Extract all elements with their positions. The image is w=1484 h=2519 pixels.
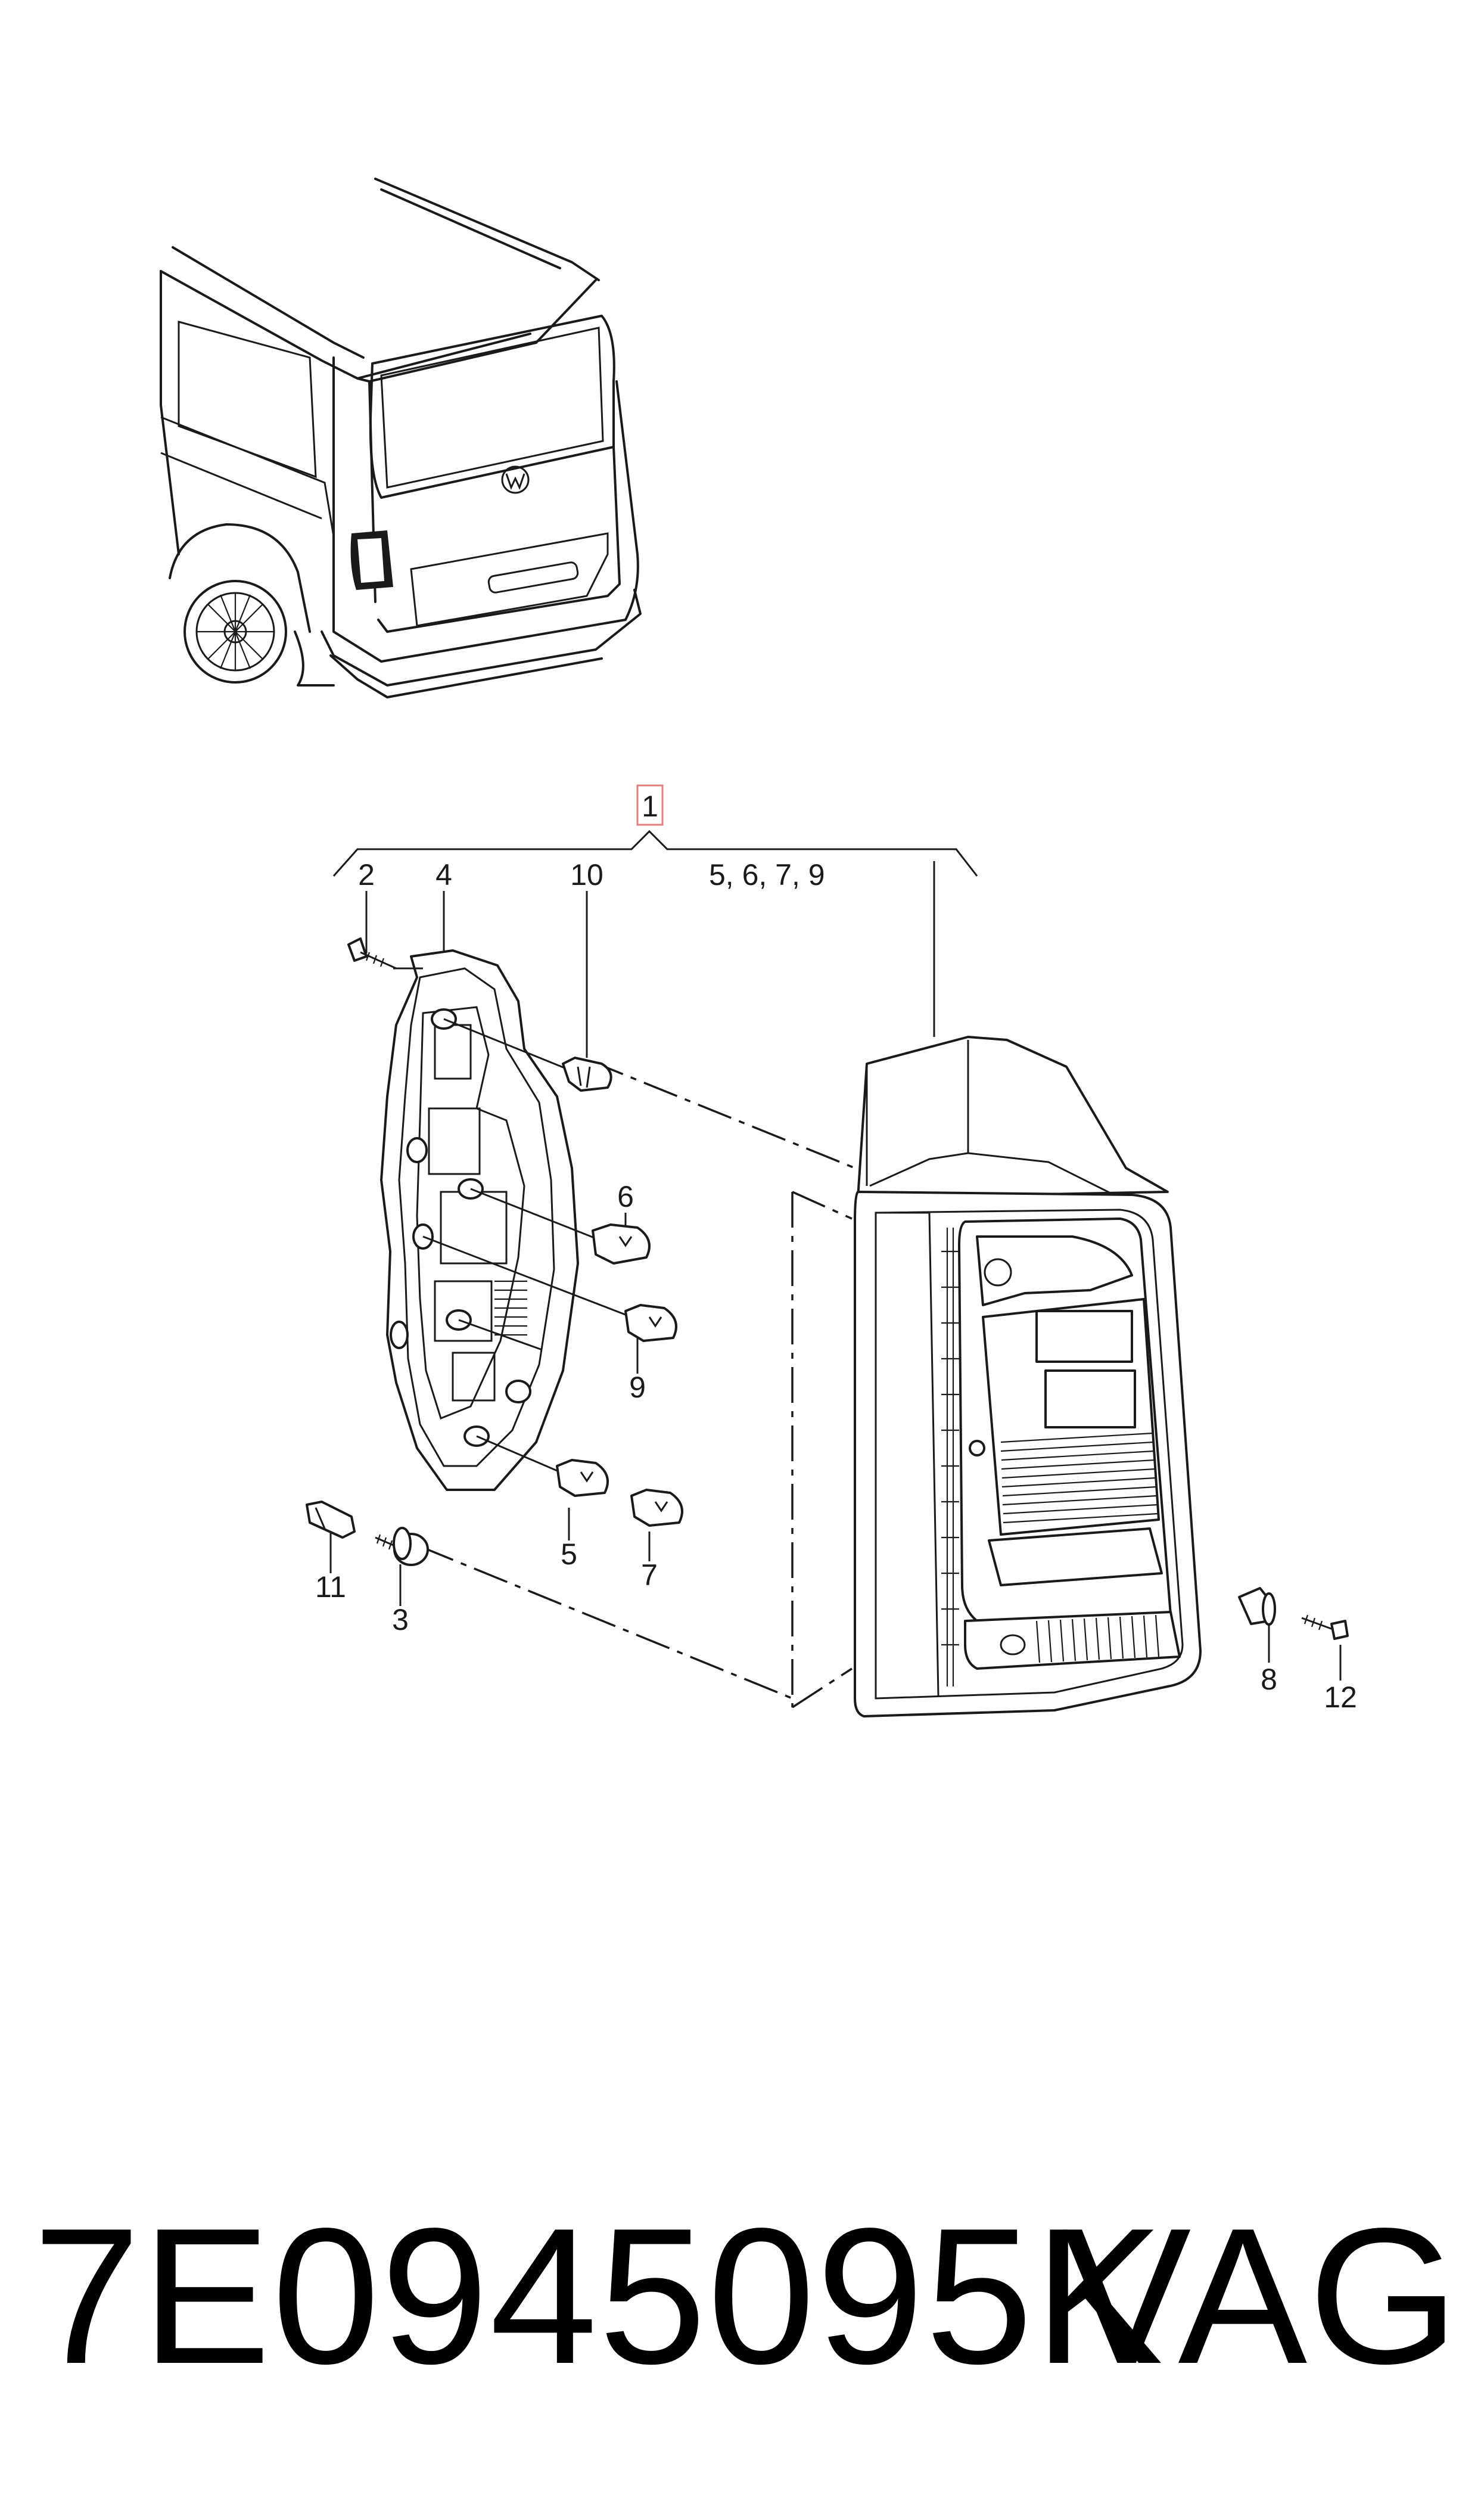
bulb-7 xyxy=(630,1489,683,1527)
clip-11 xyxy=(306,1501,356,1539)
main-callout-highlight xyxy=(636,784,664,826)
bulb-6 xyxy=(592,1223,651,1265)
callout-5-6-7-9: 5, 6, 7, 9 xyxy=(709,858,825,892)
lens-hatching xyxy=(1000,1432,1159,1524)
callout-1: 1 xyxy=(642,790,658,823)
callout-8: 8 xyxy=(1261,1663,1277,1696)
screw-12 xyxy=(1301,1614,1349,1640)
leader-lines xyxy=(329,891,1342,1709)
callout-7: 7 xyxy=(641,1558,658,1592)
callout-12: 12 xyxy=(1324,1681,1357,1714)
expansion-nut-8 xyxy=(1238,1587,1276,1626)
bulb-10 xyxy=(562,1057,612,1092)
callout-11: 11 xyxy=(315,1570,346,1604)
callout-6: 6 xyxy=(617,1180,634,1213)
brand-name: VAG xyxy=(1062,2188,1460,2404)
callout-3: 3 xyxy=(392,1603,409,1636)
bulb-5 xyxy=(556,1459,609,1497)
callout-9: 9 xyxy=(629,1371,646,1404)
assembly-bracket xyxy=(332,784,978,1037)
nut-3 xyxy=(375,1527,429,1566)
callout-10: 10 xyxy=(570,858,603,892)
callout-2: 2 xyxy=(358,858,375,892)
van-illustration xyxy=(160,178,642,698)
part-number: 7E0945095K xyxy=(33,2188,1165,2404)
bulb-9 xyxy=(624,1304,677,1342)
screw-2 xyxy=(347,937,397,970)
callout-4: 4 xyxy=(435,858,452,892)
tail-light-housing xyxy=(854,1036,1202,1717)
callout-5: 5 xyxy=(561,1538,577,1571)
bulb-carrier xyxy=(380,949,579,1491)
